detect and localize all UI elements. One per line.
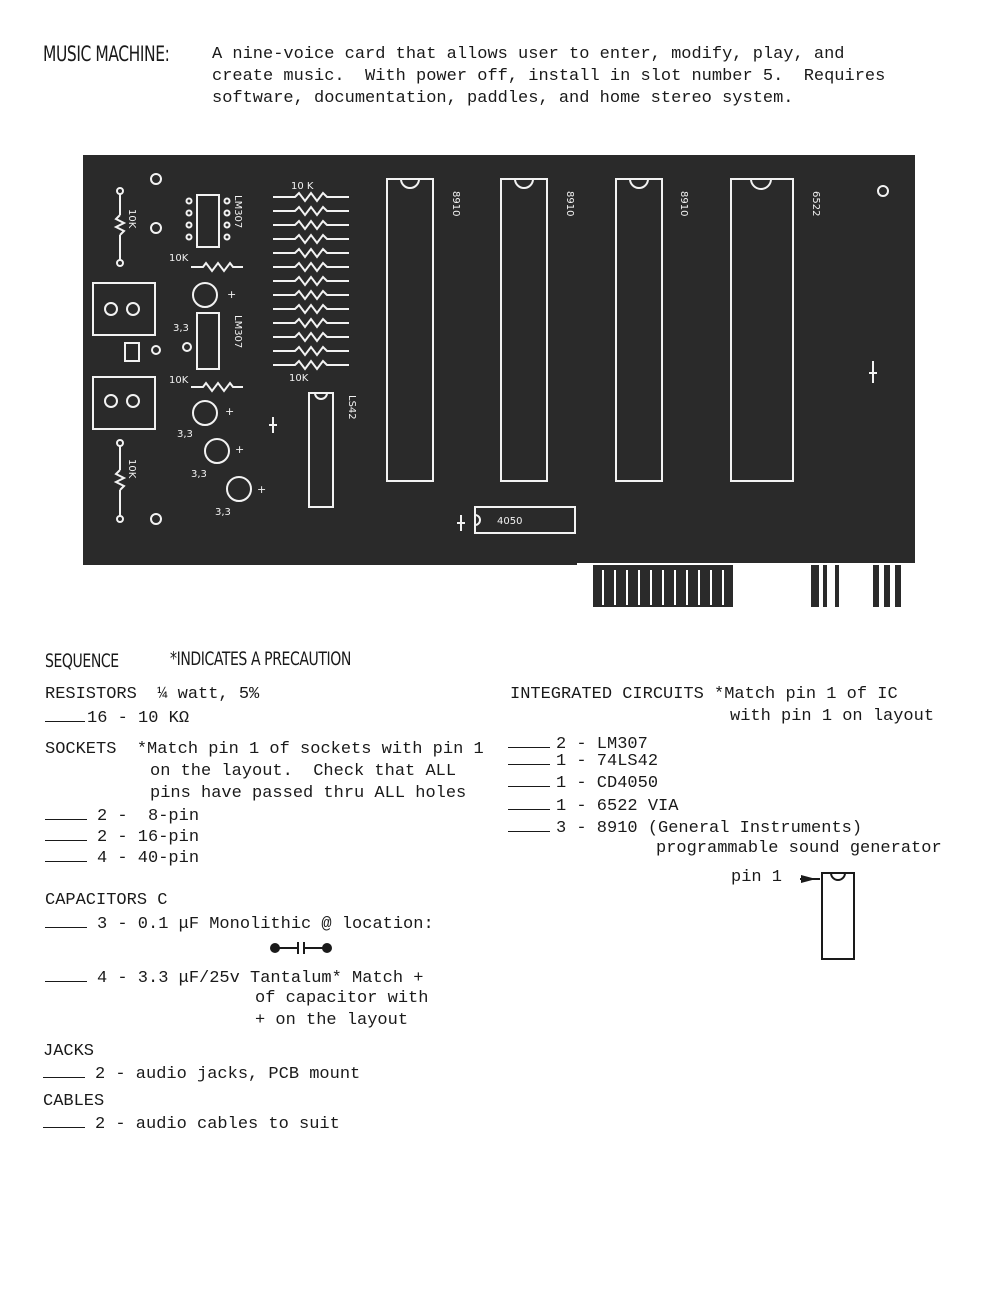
tantalum-cap <box>204 438 230 464</box>
ics-item: 1 - 6522 VIA <box>508 795 678 816</box>
description-line-1: A nine-voice card that allows user to en… <box>212 45 845 64</box>
ic-socket-8910-b <box>500 178 548 482</box>
description-line-3: software, documentation, paddles, and ho… <box>212 89 794 108</box>
checkbox-line <box>45 913 87 928</box>
ic-socket-8910-a <box>386 178 434 482</box>
label-4050: 4050 <box>497 516 522 527</box>
resistors-heading: RESISTORS ¼ watt, 5% <box>45 685 260 704</box>
checkbox-line <box>508 729 550 748</box>
ics-item: 3 - 8910 (General Instruments) <box>508 817 862 838</box>
ic-socket-6522 <box>730 178 794 482</box>
tantalum-cap <box>192 282 218 308</box>
capacitors-item: 3 - 0.1 μF Monolithic @ location: <box>45 913 434 934</box>
capacitors-item: 4 - 3.3 μF/25v Tantalum* Match + <box>45 967 423 988</box>
mounting-hole <box>151 345 161 355</box>
board-body <box>83 155 915 565</box>
checkbox-line <box>45 805 87 820</box>
label-8910-b: 8910 <box>564 191 575 216</box>
page-title: MUSIC MACHINE: <box>43 42 170 66</box>
label-ls42: LS42 <box>346 395 357 420</box>
mounting-hole <box>150 222 162 234</box>
jacks-item: 2 - audio jacks, PCB mount <box>43 1063 360 1084</box>
description-line-2: create music. With power off, install in… <box>212 67 886 86</box>
mounting-hole <box>182 342 192 352</box>
mounting-hole <box>877 185 889 197</box>
jacks-heading: JACKS <box>43 1042 95 1061</box>
ics-item: 2 - LM307 <box>508 729 648 754</box>
label-lm307-a: LM307 <box>232 195 243 228</box>
mounting-hole <box>150 173 162 185</box>
label-8910-c: 8910 <box>678 191 689 216</box>
checkbox-line <box>508 795 550 810</box>
label-10k-top: 10 K <box>291 181 314 192</box>
label-3-3-c: 3,3 <box>191 469 207 480</box>
ic-socket-8910-c <box>615 178 663 482</box>
label-3-3-a: 3,3 <box>173 323 189 334</box>
ics-item: 1 - 74LS42 <box>508 750 658 771</box>
checkbox-line <box>45 967 87 982</box>
capacitors-item-note: of capacitor with <box>255 989 429 1008</box>
label-10k-c: 10K <box>169 253 189 264</box>
mounting-hole <box>150 513 162 525</box>
ls42-socket <box>308 392 334 508</box>
tantalum-cap <box>226 476 252 502</box>
label-10k-d: 10K <box>169 375 189 386</box>
edge-connector-gaps <box>602 570 724 605</box>
label-8910-a: 8910 <box>450 191 461 216</box>
ic-pin1-diagram <box>821 872 855 960</box>
label-3-3-d: 3,3 <box>215 507 231 518</box>
monolithic-cap-symbol <box>270 942 332 954</box>
ics-heading: INTEGRATED CIRCUITS *Match pin 1 of IC <box>510 685 898 704</box>
ics-heading-2: with pin 1 on layout <box>730 707 935 726</box>
checkbox-line <box>43 1063 85 1078</box>
capacitors-heading: CAPACITORS C <box>45 891 168 910</box>
cables-item: 2 - audio cables to suit <box>43 1113 340 1134</box>
checkbox-line <box>43 1113 85 1128</box>
tantalum-cap <box>192 400 218 426</box>
circuit-board-layout: 10K 10K 10K 10K 10 K 10K LM307 LM307 3,3… <box>83 155 915 607</box>
pin1-arrow-icon <box>800 875 820 883</box>
label-10k-b: 10K <box>126 459 137 479</box>
cd4050-socket <box>474 506 576 534</box>
lm307-socket <box>196 194 220 248</box>
svg-text:+: + <box>257 483 266 496</box>
label-6522: 6522 <box>810 191 821 216</box>
checkbox-line <box>45 707 85 722</box>
capacitors-item-note: + on the layout <box>255 1011 409 1030</box>
svg-text:+: + <box>225 405 234 418</box>
label-10k-bot: 10K <box>289 373 309 384</box>
sockets-item: 2 - 8-pin <box>45 805 199 826</box>
ics-item: 1 - CD4050 <box>508 772 658 793</box>
resistors-item: 16 - 10 KΩ <box>45 707 189 728</box>
ics-item-note: programmable sound generator <box>656 839 942 858</box>
checkbox-line <box>45 826 87 841</box>
checkbox-line <box>508 750 550 765</box>
label-lm307-b: LM307 <box>232 315 243 348</box>
checkbox-line <box>45 847 87 862</box>
sockets-note-2: on the layout. Check that ALL <box>150 762 457 781</box>
svg-text:+: + <box>235 443 244 456</box>
pin1-label: pin 1 <box>731 868 783 887</box>
sequence-heading: SEQUENCE <box>45 650 119 672</box>
precaution-legend: *INDICATES A PRECAUTION <box>170 648 351 670</box>
sockets-item: 4 - 40-pin <box>45 847 199 868</box>
cables-heading: CABLES <box>43 1092 105 1111</box>
resistor-ladder <box>273 191 349 371</box>
label-10k-a: 10K <box>126 209 137 229</box>
lm307-socket <box>196 312 220 370</box>
checkbox-line <box>508 772 550 787</box>
sockets-note-3: pins have passed thru ALL holes <box>150 784 467 803</box>
checkbox-line <box>508 817 550 832</box>
svg-text:+: + <box>227 288 236 301</box>
label-3-3-b: 3,3 <box>177 429 193 440</box>
audio-jack <box>92 376 156 430</box>
audio-jack <box>92 282 156 336</box>
sockets-item: 2 - 16-pin <box>45 826 199 847</box>
sockets-heading: SOCKETS *Match pin 1 of sockets with pin… <box>45 740 484 759</box>
